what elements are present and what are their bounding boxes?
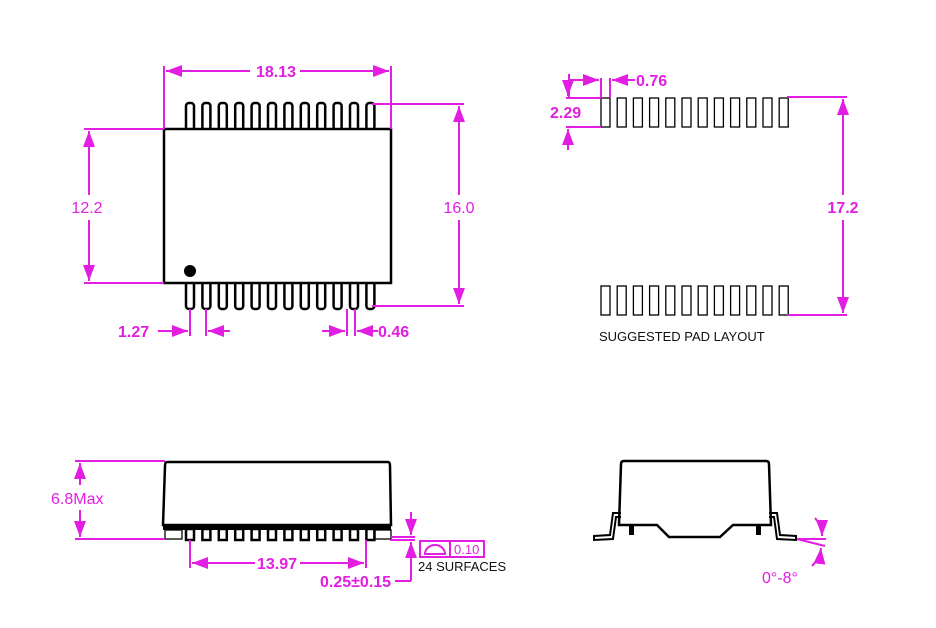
top-view: 18.13 12.2 16.0 1.27 0.46: [71, 64, 474, 341]
pin: [266, 527, 278, 542]
pin: [365, 527, 376, 542]
side-view: 6.8Max 13.97 0.25±0.15 0.10 24 SURFACES: [51, 460, 506, 591]
tolerance-note: 24 SURFACES: [418, 559, 506, 574]
pad: [665, 97, 676, 128]
pad: [713, 97, 725, 128]
pin: [283, 101, 294, 132]
package-body: [162, 127, 393, 285]
pin: [348, 527, 360, 542]
pad-layout-caption: SUGGESTED PAD LAYOUT: [599, 329, 765, 344]
pin: [299, 101, 311, 132]
dim-pad-length: 2.29: [550, 105, 581, 122]
pin: [348, 101, 360, 132]
pad: [729, 285, 741, 316]
dim-standoff: 0.25±0.15: [320, 574, 391, 591]
dim-lead-span: 13.97: [257, 556, 297, 573]
pad: [632, 285, 644, 316]
pin: [250, 280, 261, 311]
tolerance-value: 0.10: [454, 542, 479, 557]
pin: [348, 280, 360, 311]
pin: [332, 527, 343, 542]
pad: [746, 97, 757, 128]
pad: [616, 97, 627, 128]
pin: [266, 101, 278, 132]
pad: [697, 285, 708, 316]
pin: [315, 101, 327, 132]
left-gull-wing-lead: [593, 512, 621, 542]
pin: [299, 280, 311, 311]
end-body: [617, 459, 773, 539]
dim-pitch: 1.27: [118, 324, 149, 341]
pin: [315, 280, 327, 311]
right-gull-wing-lead: [769, 512, 797, 542]
pin: [233, 101, 245, 132]
tolerance-frame: [419, 540, 485, 558]
pin: [184, 101, 196, 132]
pin: [201, 101, 212, 132]
pad: [648, 97, 660, 128]
pads-top-row: [600, 97, 789, 128]
pad: [713, 285, 725, 316]
dim-overall-width: 16.0: [443, 200, 474, 217]
pin: [315, 527, 327, 542]
pin: [365, 101, 376, 132]
pin: [250, 527, 261, 542]
pad: [778, 285, 789, 316]
pin: [217, 101, 229, 132]
pad: [632, 97, 644, 128]
dim-length: 18.13: [256, 64, 296, 81]
side-pins: [184, 527, 376, 542]
side-body: [161, 460, 393, 527]
dim-pad-span: 17.2: [827, 200, 858, 217]
pad: [648, 285, 660, 316]
dim-lead-angle: 0°-8°: [762, 570, 798, 587]
pin: [217, 280, 229, 311]
pin: [184, 527, 196, 542]
dim-lead-width: 0.46: [378, 324, 409, 341]
dim-height: 6.8Max: [51, 491, 103, 508]
pad-layout: 0.76 2.29 17.2 SUGGESTED PAD LAYOUT: [550, 73, 859, 344]
pad: [681, 97, 692, 128]
surface-profile-icon: [423, 544, 447, 555]
pin: [299, 527, 311, 542]
pin: [250, 101, 261, 132]
dim-body-width: 12.2: [71, 200, 102, 217]
pin1-marker: [184, 265, 196, 277]
pin: [332, 101, 343, 132]
pin: [283, 527, 294, 542]
top-pins: [184, 101, 376, 132]
pad: [665, 285, 676, 316]
end-view: 0°-8°: [593, 459, 828, 587]
pad: [616, 285, 627, 316]
pin: [233, 280, 245, 311]
pin: [201, 527, 212, 542]
pin: [365, 280, 376, 311]
pin: [217, 527, 229, 542]
pad: [762, 285, 773, 316]
dim-pad-width: 0.76: [636, 73, 667, 90]
pin: [184, 280, 196, 311]
pads-bottom-row: [600, 285, 789, 316]
pin: [201, 280, 212, 311]
pin: [283, 280, 294, 311]
pin: [233, 527, 245, 542]
pin: [266, 280, 278, 311]
pad: [778, 97, 789, 128]
pad: [729, 97, 741, 128]
pad: [681, 285, 692, 316]
pad: [600, 97, 611, 128]
pad: [697, 97, 708, 128]
pad: [746, 285, 757, 316]
pad: [762, 97, 773, 128]
pad: [600, 285, 611, 316]
bottom-pins: [184, 280, 376, 311]
pin: [332, 280, 343, 311]
